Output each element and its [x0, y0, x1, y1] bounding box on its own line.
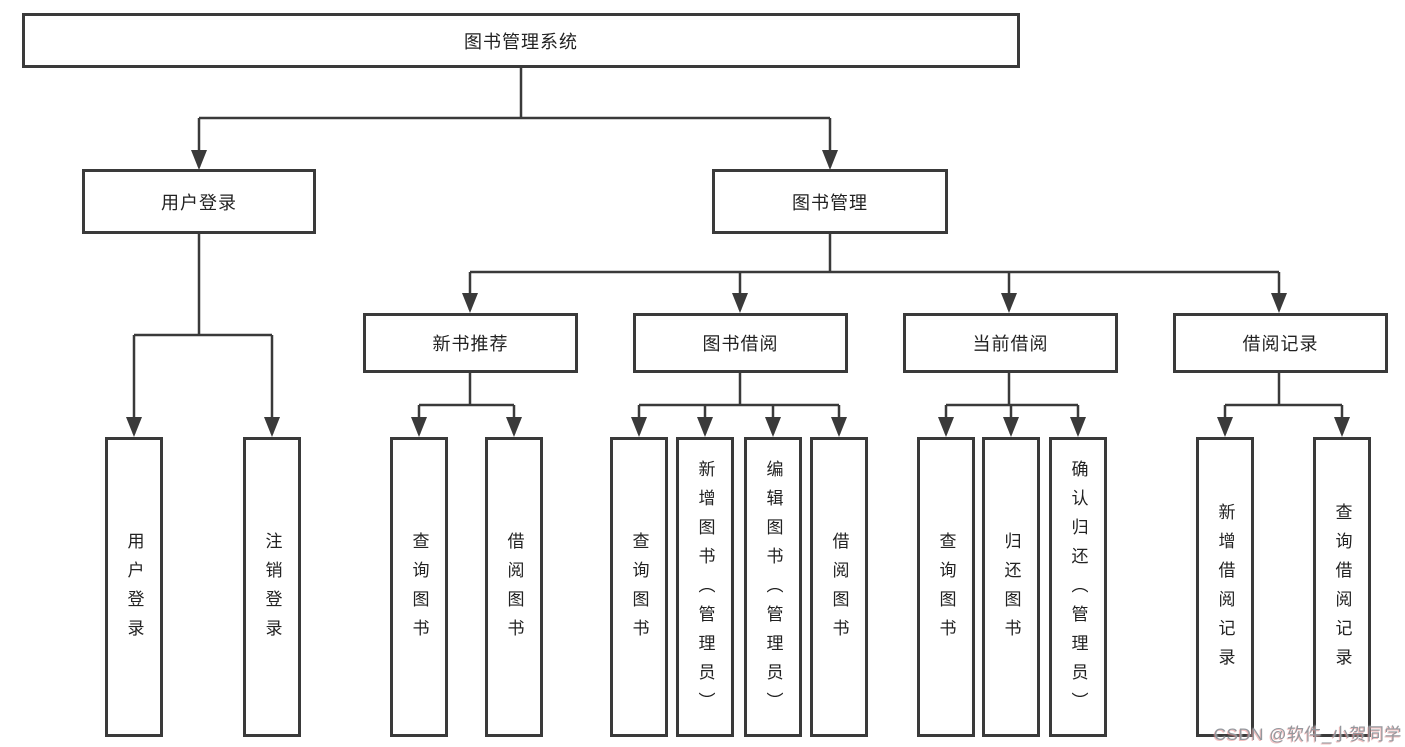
leaf-add-books-admin: 新增图书（管理员） — [676, 437, 734, 737]
node-user-login: 用户登录 — [82, 169, 316, 234]
leaf-borrow-books: 借阅图书 — [810, 437, 868, 737]
connector-edges — [132, 68, 1344, 434]
leaf-edit-books-admin: 编辑图书（管理员） — [744, 437, 802, 737]
leaf-confirm-return-admin: 确认归还（管理员） — [1049, 437, 1107, 737]
arrowheads — [126, 150, 1350, 437]
leaf-query-books-recommend: 查询图书 — [390, 437, 448, 737]
leaf-query-books-borrow: 查询图书 — [610, 437, 668, 737]
node-borrow-records: 借阅记录 — [1173, 313, 1388, 373]
node-book-borrow: 图书借阅 — [633, 313, 848, 373]
leaf-borrow-books-recommend: 借阅图书 — [485, 437, 543, 737]
leaf-add-borrow-record: 新增借阅记录 — [1196, 437, 1254, 737]
leaf-return-books: 归还图书 — [982, 437, 1040, 737]
leaf-query-books-current: 查询图书 — [917, 437, 975, 737]
node-book-management: 图书管理 — [712, 169, 948, 234]
csdn-watermark: CSDN @软件_小贺同学 — [1213, 725, 1402, 744]
leaf-query-borrow-record: 查询借阅记录 — [1313, 437, 1371, 737]
leaf-user-login: 用户登录 — [105, 437, 163, 737]
leaf-logout: 注销登录 — [243, 437, 301, 737]
node-root-system: 图书管理系统 — [22, 13, 1020, 68]
node-new-book-recommend: 新书推荐 — [363, 313, 578, 373]
node-current-borrow: 当前借阅 — [903, 313, 1118, 373]
